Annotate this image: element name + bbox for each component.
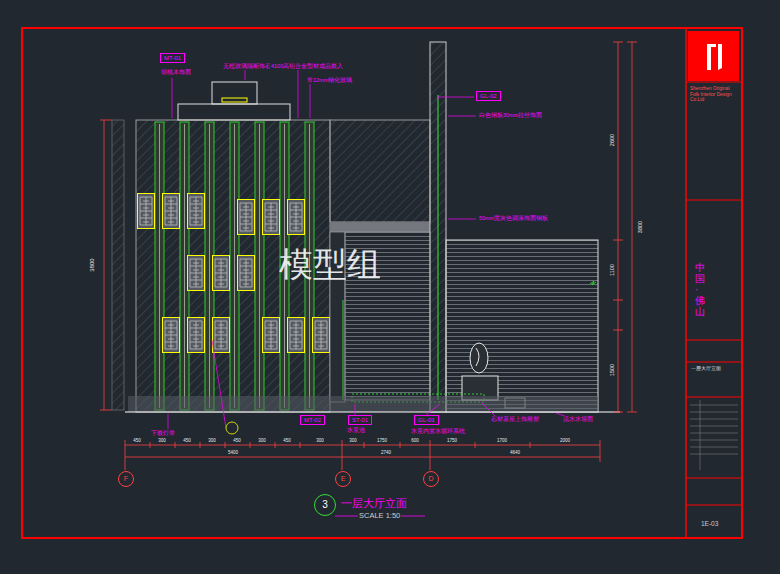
dimension: 3800: [89, 257, 96, 272]
right-dimensions: [613, 42, 637, 412]
title-block: [686, 29, 741, 537]
material-tag: GL-01: [414, 415, 439, 425]
dimension: 600: [410, 438, 420, 443]
node-text: E: [336, 472, 350, 486]
annotation: 石材基座上饰雕塑: [490, 416, 540, 422]
dimension: 1700: [496, 438, 508, 443]
dimension: 1500: [609, 363, 615, 377]
material-tag: MT-02: [300, 415, 325, 425]
annotation: 50mm宽灰色调漆饰面钢板: [478, 215, 549, 221]
material-tag: ST-01: [348, 415, 372, 425]
dimension: 2740: [380, 450, 392, 455]
node-text: GL-01: [418, 417, 435, 423]
sculpture: [462, 343, 498, 400]
dimension: 450: [282, 438, 292, 443]
dimension: 450: [182, 438, 192, 443]
node-text: MT-01: [164, 55, 181, 61]
grid-axis: F: [118, 471, 134, 487]
annotation: 一层大厅立面: [690, 366, 722, 372]
dimension: 450: [232, 438, 242, 443]
annotation: 水景内置水循环系统: [410, 428, 466, 434]
dimension: 4640: [509, 450, 521, 455]
left-dimension: [100, 120, 112, 410]
ground-line: [125, 411, 620, 412]
annotation: 水景池: [346, 427, 366, 433]
annotation: Shenzhen Original Folk Interior Design C…: [689, 86, 739, 103]
dimension: 2600: [609, 133, 615, 147]
node-text: GL-02: [480, 93, 497, 99]
dimension: 450: [132, 438, 142, 443]
annotation: 胡桃木饰面: [160, 69, 192, 75]
annotation: 中国·佛山: [694, 262, 706, 317]
logo-mark: [707, 44, 722, 70]
node-text: ST-01: [352, 417, 368, 423]
node-text: F: [119, 472, 133, 486]
upper-wall: [330, 120, 430, 222]
water-wall: [446, 240, 598, 412]
material-tag: MT-01: [160, 53, 185, 63]
watermark: 模型组: [278, 245, 382, 284]
title-block-rules: [686, 82, 741, 505]
title-block-edge: [685, 29, 687, 537]
annotation: 常12mm钢化玻璃: [306, 77, 353, 83]
dimension: 300: [157, 438, 167, 443]
glass-line: [343, 300, 344, 400]
node-text: MT-02: [304, 417, 321, 423]
annotation: 下嵌灯带: [150, 430, 176, 436]
annotation: 4100高铝合金型材成品嵌入: [270, 63, 344, 69]
annotation: 1E-03: [700, 520, 719, 527]
dimension: 300: [315, 438, 325, 443]
dimension: 1100: [609, 263, 615, 277]
annotation: 流水水墙面: [562, 416, 594, 422]
dimension: 300: [257, 438, 267, 443]
annotation: 白色钢板30mm拉丝饰面: [478, 112, 543, 118]
column-strip: [437, 95, 438, 400]
material-tag: GL-02: [476, 91, 501, 101]
sheet-border: [22, 28, 742, 538]
leader-lines: [168, 70, 570, 429]
drawing-number: 3: [314, 494, 336, 516]
grid-axis: E: [335, 471, 351, 487]
detail-marker: [226, 422, 238, 434]
dimension: 2000: [559, 438, 571, 443]
break-mark: [590, 281, 596, 285]
dimension: 300: [207, 438, 217, 443]
lattice-strip: [112, 120, 124, 410]
dimension: 300: [348, 438, 358, 443]
dimension: 5400: [227, 450, 239, 455]
node-text: D: [424, 472, 438, 486]
dimension: 1750: [446, 438, 458, 443]
dimension: 3800: [637, 220, 643, 234]
floor-slab: [128, 396, 598, 412]
steel-band: [330, 222, 430, 232]
drawing-title: 一层大厅立面: [340, 497, 408, 510]
dimension: 1750: [376, 438, 388, 443]
grid-axis: D: [423, 471, 439, 487]
title-block-grid: [690, 400, 738, 470]
logo-box: [688, 31, 739, 81]
scale-note: SCALE 1:50: [358, 512, 401, 521]
node-text: 3: [315, 495, 335, 515]
annotation: 无框玻璃隔断饰石: [222, 63, 272, 69]
top-feature: [178, 82, 290, 120]
bottom-dimensions: [125, 440, 600, 470]
